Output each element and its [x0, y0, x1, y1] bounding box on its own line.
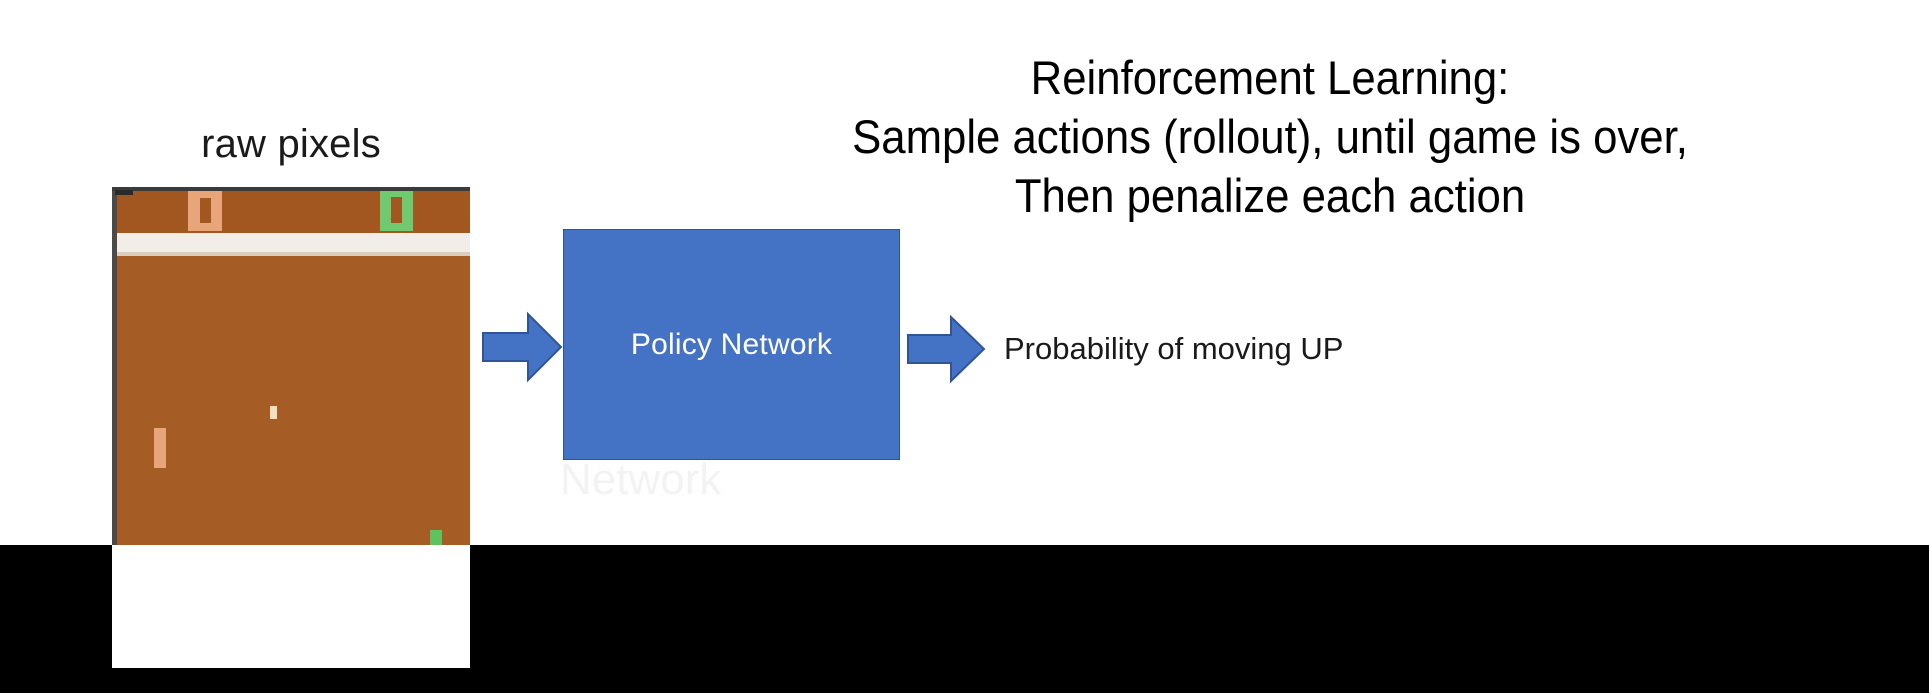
heading-line-3: Then penalize each action: [1014, 169, 1526, 223]
policy-network-label: Policy Network: [630, 327, 833, 361]
bottom-bar-left: [0, 545, 112, 693]
heading-line-2: Sample actions (rollout), until game is …: [852, 110, 1688, 164]
background-watermark-text: Network: [560, 455, 722, 504]
heading-line-1: Reinforcement Learning:: [1030, 51, 1510, 104]
pong-right-paddle: [430, 530, 442, 545]
pong-divider-line: [117, 233, 470, 254]
pong-game-screen: [112, 187, 470, 545]
pong-ball: [270, 406, 277, 419]
pong-divider-shadow: [117, 252, 470, 256]
pong-top-notch: [115, 190, 133, 195]
bottom-bar-right: [470, 545, 1929, 693]
pong-left-border: [112, 187, 117, 545]
policy-network-box[interactable]: Policy Network: [563, 229, 900, 460]
bottom-bar-middle: [112, 668, 470, 693]
pong-left-paddle: [154, 428, 166, 468]
slide-heading: Reinforcement Learning: Sample actions (…: [666, 48, 1875, 226]
pong-playfield: [117, 256, 470, 545]
output-right-arrow-icon: [907, 314, 986, 384]
pong-right-score-inner: [391, 197, 402, 223]
input-right-arrow-icon: [482, 311, 563, 383]
raw-pixels-caption: raw pixels: [201, 122, 381, 166]
output-probability-label: Probability of moving UP: [1004, 331, 1344, 366]
pong-left-score-inner: [200, 198, 211, 223]
pong-score-band: [117, 191, 470, 233]
pong-top-border: [112, 187, 470, 191]
